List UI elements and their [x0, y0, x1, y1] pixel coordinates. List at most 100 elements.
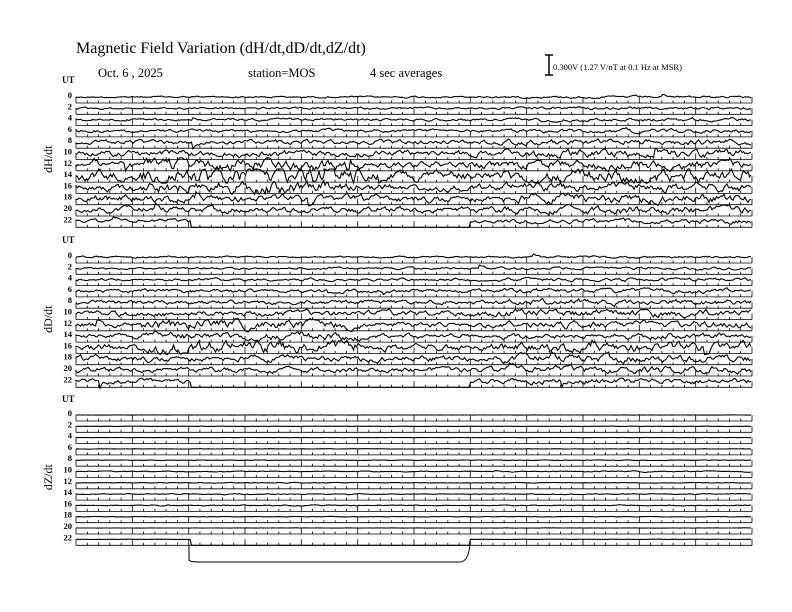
scale-label: 0.300V (1.27 V/nT at 0.1 Hz at MSR)	[553, 62, 682, 72]
row-label: 22	[64, 532, 73, 542]
time-ticks	[75, 482, 753, 490]
time-ticks	[75, 494, 753, 501]
trace-row: 22	[64, 374, 753, 391]
trace-row: 8	[68, 453, 753, 467]
trace-row: 0	[68, 90, 753, 104]
row-label: 16	[64, 498, 73, 508]
time-ticks	[75, 119, 753, 126]
time-ticks	[75, 198, 753, 206]
series-line	[75, 362, 752, 376]
time-ticks	[75, 268, 753, 275]
trace-row: 12	[64, 157, 753, 173]
row-label: 2	[68, 261, 72, 271]
time-ticks	[75, 290, 753, 298]
trace-row: 0	[68, 250, 753, 264]
row-label: 16	[64, 340, 73, 350]
time-ticks	[75, 108, 753, 115]
panel-axis-label: dH/dt	[41, 145, 55, 173]
series-line	[75, 138, 752, 151]
ut-label: UT	[62, 235, 75, 245]
trace-row: 14	[64, 487, 753, 501]
series-line	[75, 459, 751, 462]
trace-row: 18	[64, 510, 753, 524]
row-label: 8	[68, 135, 72, 145]
series-line	[75, 167, 752, 186]
trace-row: 2	[68, 101, 753, 115]
trace-row: 18	[64, 350, 753, 366]
time-ticks	[75, 142, 753, 149]
ut-label: UT	[62, 75, 75, 85]
row-label: 2	[68, 419, 72, 429]
trace-row: 12	[64, 476, 753, 490]
trace-row: 20	[64, 201, 753, 217]
series-line	[75, 448, 751, 450]
time-ticks	[75, 437, 753, 444]
averaging-label: 4 sec averages	[370, 66, 442, 80]
row-label: 12	[64, 318, 73, 328]
panel-axis-label: dD/dt	[41, 305, 55, 333]
trace-row: 6	[68, 284, 753, 298]
series-line	[75, 287, 752, 296]
row-label: 14	[64, 487, 73, 497]
series-line	[75, 264, 752, 271]
time-ticks	[75, 426, 753, 433]
chart-title: Magnetic Field Variation (dH/dt,dD/dt,dZ…	[76, 40, 366, 57]
time-ticks	[75, 97, 753, 104]
series-line	[75, 470, 752, 474]
row-label: 0	[68, 408, 72, 418]
row-label: 14	[64, 329, 73, 339]
series-line	[75, 215, 752, 228]
series-line	[75, 190, 752, 207]
row-label: 6	[68, 442, 72, 452]
time-ticks	[75, 415, 753, 422]
time-ticks	[75, 153, 753, 160]
time-ticks	[75, 257, 753, 264]
row-label: 0	[68, 250, 72, 260]
row-label: 12	[64, 158, 73, 168]
row-label: 12	[64, 476, 73, 486]
time-ticks	[75, 460, 753, 467]
trace-row: 16	[64, 339, 753, 356]
trace-row: 6	[68, 442, 753, 456]
row-label: 6	[68, 124, 72, 134]
trace-row: 4	[68, 431, 753, 444]
series-line	[75, 492, 752, 496]
time-ticks	[75, 221, 753, 228]
series-line	[75, 330, 752, 343]
trace-row: 8	[68, 295, 753, 309]
series-line	[75, 504, 752, 507]
trace-row: 22	[64, 532, 753, 546]
time-ticks	[75, 381, 753, 388]
row-label: 10	[64, 465, 73, 475]
trace-row: 10	[64, 147, 753, 160]
trace-row: 10	[64, 307, 753, 320]
time-ticks	[75, 324, 753, 332]
time-ticks	[75, 313, 753, 320]
time-ticks	[75, 471, 753, 478]
row-label: 4	[68, 273, 73, 283]
series-line	[75, 308, 752, 319]
trace-row: 12	[64, 317, 753, 333]
time-ticks	[75, 516, 753, 524]
trace-row: 6	[68, 124, 753, 138]
row-label: 4	[68, 431, 73, 441]
series-line	[76, 538, 752, 546]
row-label: 18	[64, 510, 73, 520]
row-label: 16	[64, 180, 73, 190]
trace-row: 0	[68, 408, 753, 422]
gap-bracket	[188, 544, 471, 563]
trace-row: 20	[64, 521, 753, 535]
series-line	[76, 253, 752, 259]
trace-row: 16	[64, 498, 753, 512]
trace-row: 2	[68, 261, 753, 275]
series-line	[75, 93, 752, 100]
row-label: 2	[68, 101, 72, 111]
trace-row: 14	[64, 167, 753, 186]
trace-row: 20	[64, 362, 753, 377]
series-line	[75, 117, 752, 123]
series-line	[75, 481, 752, 484]
time-ticks	[75, 528, 753, 535]
trace-row: 14	[64, 329, 753, 343]
